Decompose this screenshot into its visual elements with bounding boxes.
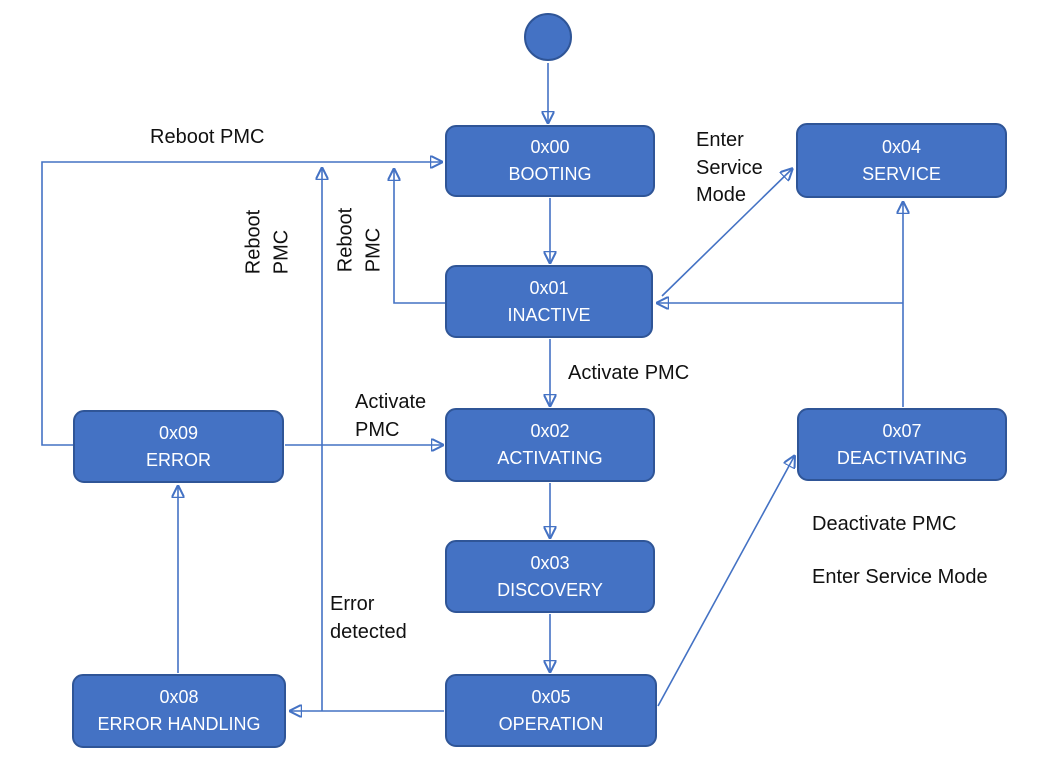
state-activating: 0x02 ACTIVATING: [445, 408, 655, 482]
state-label: ACTIVATING: [497, 448, 603, 468]
state-label: INACTIVE: [507, 304, 591, 325]
state-deactivating: 0x07 DEACTIVATING: [797, 408, 1007, 481]
state-code: 0x09: [158, 422, 199, 443]
state-label: SERVICE: [862, 163, 941, 184]
state-inactive: 0x01 INACTIVE: [445, 265, 653, 338]
label-enter-service-mode-right: Enter Service Mode: [812, 566, 988, 588]
state-label: ERROR: [145, 449, 211, 470]
state-label: DISCOVERY: [497, 579, 603, 600]
label-reboot-pmc-vertical-left: Reboot PMC: [242, 209, 292, 275]
state-label: ERROR HANDLING: [97, 714, 261, 734]
state-code: 0x01: [529, 277, 569, 298]
state-discovery: 0x03 DISCOVERY: [445, 540, 655, 613]
edge-inactive-to-booting: [394, 168, 446, 304]
state-code: 0x00: [530, 137, 570, 157]
label-enter-service-mode-top: Enter Service Mode: [696, 129, 763, 207]
state-code: 0x04: [881, 136, 922, 157]
state-error: 0x09 ERROR: [73, 410, 284, 483]
state-code: 0x02: [530, 421, 570, 441]
state-code: 0x05: [531, 686, 571, 707]
state-code: 0x07: [882, 420, 922, 441]
state-label: OPERATION: [498, 713, 604, 734]
state-code: 0x08: [159, 687, 199, 707]
state-operation: 0x05 OPERATION: [445, 674, 657, 747]
state-code: 0x03: [530, 552, 570, 573]
state-error-handling: 0x08 ERROR HANDLING: [72, 674, 286, 748]
label-reboot-pmc-top: Reboot PMC: [150, 126, 265, 148]
label-error-detected: Error detected: [330, 593, 407, 643]
label-reboot-pmc-vertical-right: Reboot PMC: [334, 207, 384, 273]
state-booting: 0x00 BOOTING: [445, 125, 655, 197]
initial-state-node: [524, 13, 572, 61]
label-activate-pmc-inactive: Activate PMC: [568, 362, 690, 384]
state-service: 0x04 SERVICE: [796, 123, 1007, 198]
label-deactivate-pmc: Deactivate PMC: [812, 513, 957, 535]
edge-operation-to-deactivating: [657, 455, 795, 707]
label-activate-pmc-error: Activate PMC: [355, 391, 427, 441]
state-label: DEACTIVATING: [836, 447, 968, 468]
state-label: BOOTING: [508, 164, 592, 184]
